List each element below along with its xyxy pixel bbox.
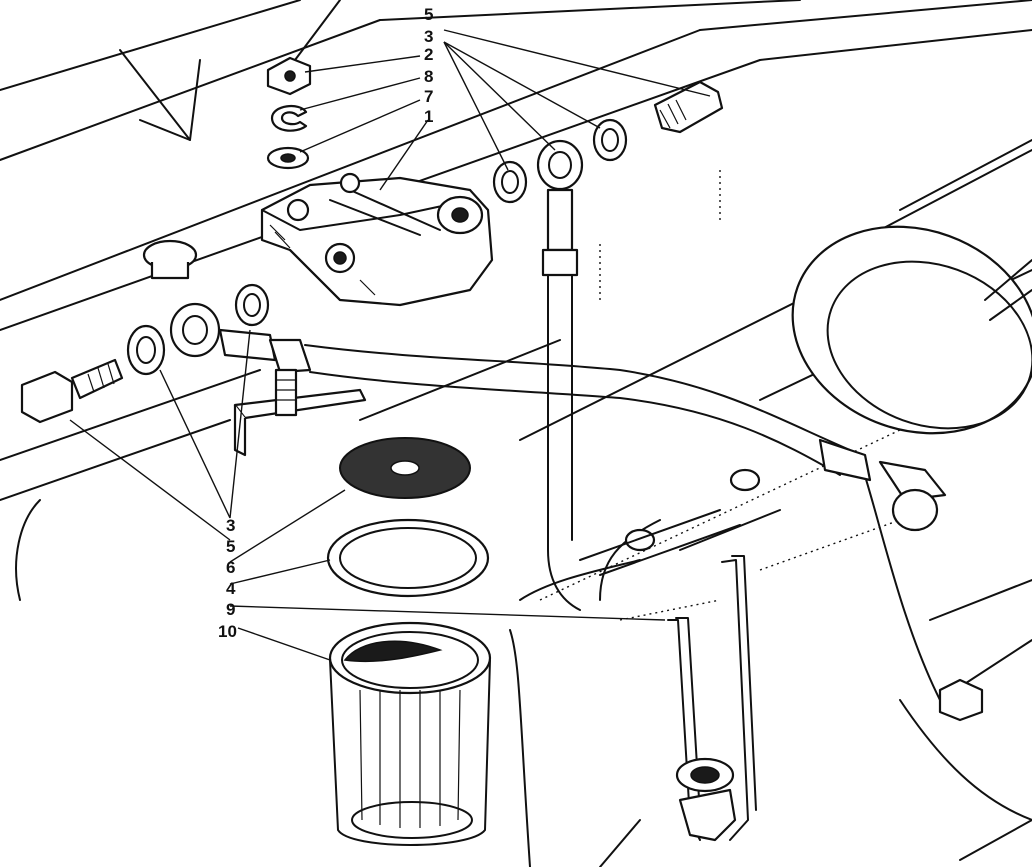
callout-bottom-4: 4	[226, 579, 236, 598]
callout-top-5: 5	[424, 5, 434, 24]
callout-top-1: 1	[424, 107, 434, 126]
callout-top-8: 8	[424, 67, 434, 86]
retaining-stirrup	[667, 555, 757, 842]
filter-bowl	[328, 621, 492, 846]
air-cleaner-housing	[791, 225, 1032, 435]
top-nut-and-washers	[266, 56, 312, 170]
rocker-cover-bolts	[579, 468, 984, 722]
leader-lines	[69, 29, 711, 661]
callout-top-3: 3	[424, 27, 434, 46]
mounting-bracket	[233, 368, 367, 457]
fuel-pipe	[304, 344, 947, 532]
filter-element	[339, 437, 471, 499]
dome-plug	[142, 239, 198, 280]
callout-bottom-6: 6	[226, 558, 236, 577]
callout-bottom-3: 3	[226, 516, 236, 535]
callout-top-7: 7	[424, 87, 434, 106]
callout-bottom-5: 5	[226, 537, 236, 556]
filter-head-body	[260, 172, 494, 307]
callout-bottom-9: 9	[226, 600, 236, 619]
callout-top-2: 2	[424, 45, 434, 64]
lower-banjo-assembly	[20, 283, 312, 424]
sealing-ring	[326, 518, 490, 598]
callout-bottom-10: 10	[218, 622, 237, 641]
